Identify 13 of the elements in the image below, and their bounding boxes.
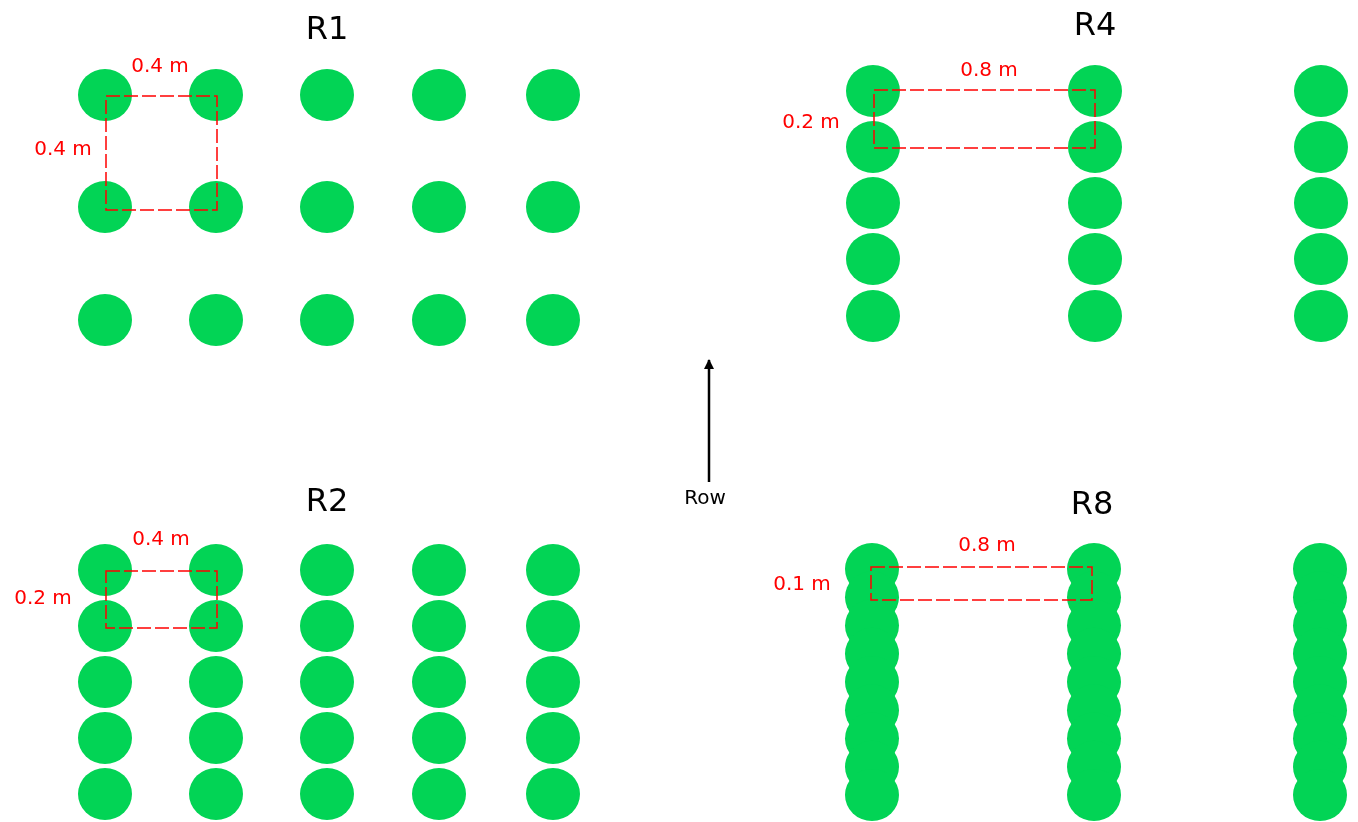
spacing-label: 0.8 m — [960, 59, 1018, 79]
plot-title: R1 — [305, 12, 349, 44]
spacing-label: 0.2 m — [782, 111, 840, 131]
spacing-label: 0.4 m — [131, 55, 189, 75]
direction-label: Row — [684, 487, 726, 507]
plot-title: R2 — [305, 484, 349, 516]
plot-title: R4 — [1073, 8, 1117, 40]
spacing-label: 0.8 m — [958, 534, 1016, 554]
plot-title: R8 — [1070, 487, 1114, 519]
spacing-label: 0.4 m — [34, 138, 92, 158]
spacing-label: 0.2 m — [14, 587, 72, 607]
spacing-label: 0.4 m — [132, 528, 190, 548]
spacing-label: 0.1 m — [773, 573, 831, 593]
